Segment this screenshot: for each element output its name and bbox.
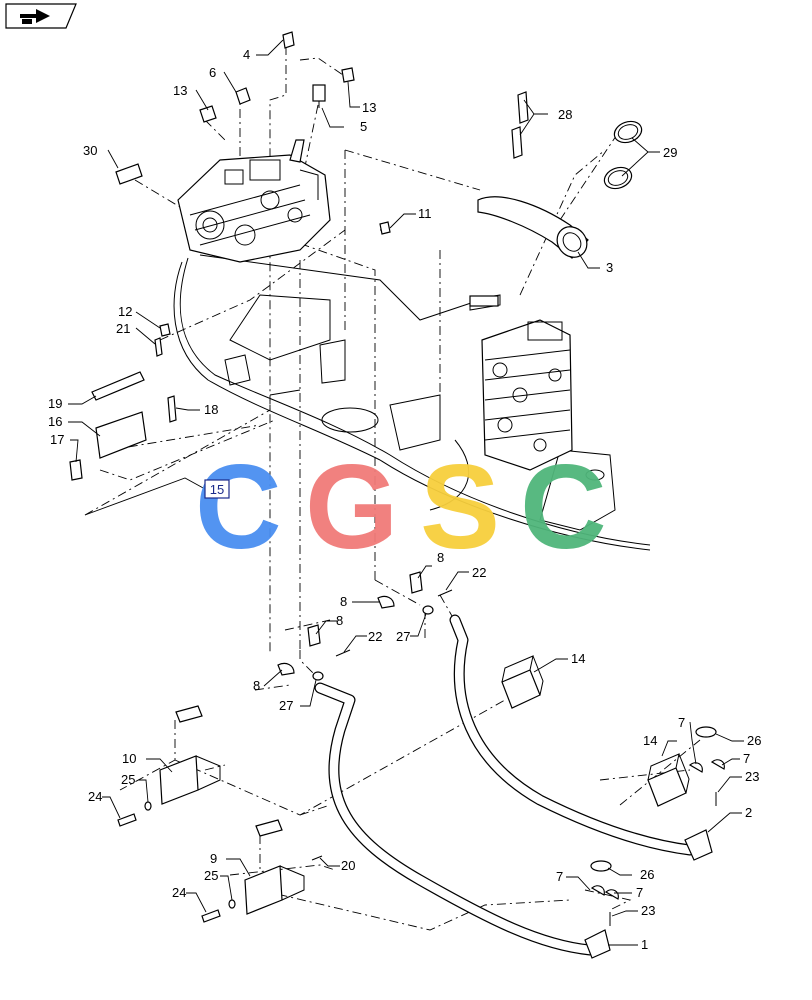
callout-6[interactable]: 6 (209, 65, 216, 80)
callout-19[interactable]: 19 (48, 396, 62, 411)
bolt-20 (311, 855, 323, 861)
callout-3[interactable]: 3 (606, 260, 613, 275)
bolt-21 (154, 337, 163, 357)
callout-13b[interactable]: 13 (362, 100, 376, 115)
washer-25b (228, 899, 236, 909)
callout-26a[interactable]: 26 (747, 733, 761, 748)
watermark-letter-c1: C (195, 440, 282, 574)
callout-15[interactable]: 15 (210, 482, 224, 497)
bracket-9 (244, 819, 305, 915)
callout-2[interactable]: 2 (745, 805, 752, 820)
callout-17[interactable]: 17 (50, 432, 64, 447)
callout-26b[interactable]: 26 (640, 867, 654, 882)
callout-27a[interactable]: 27 (396, 629, 410, 644)
watermark-letter-g: G (305, 440, 398, 574)
clamp-27a (422, 605, 434, 615)
callout-7d[interactable]: 7 (636, 885, 643, 900)
plate-16 (95, 411, 147, 459)
clamp-27b (312, 671, 324, 681)
callout-30[interactable]: 30 (83, 143, 97, 158)
watermark: C G S C (195, 440, 607, 574)
nut-12 (159, 323, 171, 337)
callout-13a[interactable]: 13 (173, 83, 187, 98)
frame-outline (173, 254, 651, 551)
callout-18[interactable]: 18 (204, 402, 218, 417)
callout-4[interactable]: 4 (243, 47, 250, 62)
fitting-6 (235, 87, 251, 105)
hose-block-14b (647, 753, 690, 807)
bolt-24a (117, 813, 137, 827)
callout-7c[interactable]: 7 (556, 869, 563, 884)
callout-12[interactable]: 12 (118, 304, 132, 319)
callout-25b[interactable]: 25 (204, 868, 218, 883)
callout-9[interactable]: 9 (210, 851, 217, 866)
callout-25a[interactable]: 25 (121, 772, 135, 787)
callout-8b[interactable]: 8 (340, 594, 347, 609)
callout-14a[interactable]: 14 (571, 651, 585, 666)
pad-17 (69, 459, 83, 481)
plug-13b (341, 67, 355, 83)
clip-7a (688, 762, 703, 773)
pin-18 (167, 395, 177, 423)
callout-22a[interactable]: 22 (472, 565, 486, 580)
hose-1 (314, 682, 611, 959)
fitting-4 (282, 31, 295, 49)
o-ring-26b (590, 860, 612, 872)
nut-11 (379, 221, 391, 235)
clip-7d (604, 889, 619, 900)
clip-8b (377, 595, 395, 609)
hose-clamp-29b (603, 166, 633, 190)
callout-22b[interactable]: 22 (368, 629, 382, 644)
strip-19 (91, 371, 145, 401)
hose-block-14a (501, 655, 544, 709)
o-ring-26a (695, 726, 717, 738)
callout-7a[interactable]: 7 (678, 715, 685, 730)
watermark-letter-s: S (420, 440, 500, 574)
callout-8d[interactable]: 8 (253, 678, 260, 693)
callout-29[interactable]: 29 (663, 145, 677, 160)
watermark-letter-c2: C (520, 440, 607, 574)
hose-2 (449, 614, 713, 861)
callout-labels: 4 6 13 13 5 30 11 28 29 3 12 21 19 16 17… (48, 47, 761, 952)
callout-20[interactable]: 20 (341, 858, 355, 873)
clip-8d (277, 662, 295, 676)
bolt-22a (437, 589, 453, 597)
callout-23a[interactable]: 23 (745, 769, 759, 784)
bracket-10 (159, 705, 221, 805)
callout-21[interactable]: 21 (116, 321, 130, 336)
callout-15-box[interactable]: 15 (204, 479, 230, 499)
bolt-24b (201, 909, 221, 923)
callout-5[interactable]: 5 (360, 119, 367, 134)
control-valve (469, 295, 573, 471)
leader-lines (68, 39, 744, 946)
forward-arrow-icon[interactable] (5, 3, 77, 29)
plug-13a (199, 105, 217, 123)
bolt-22b (335, 649, 351, 657)
clip-7b (710, 759, 725, 770)
callout-8a[interactable]: 8 (437, 550, 444, 565)
tag-30 (115, 163, 143, 185)
sensor-5 (312, 84, 326, 108)
pad-28 (511, 91, 529, 159)
callout-28[interactable]: 28 (558, 107, 572, 122)
hydraulic-pump (177, 139, 331, 263)
callout-11[interactable]: 11 (418, 206, 432, 221)
callout-14b[interactable]: 14 (643, 733, 657, 748)
washer-25a (144, 801, 152, 811)
callout-16[interactable]: 16 (48, 414, 62, 429)
callout-1[interactable]: 1 (641, 937, 648, 952)
hose-clamp-29a (613, 120, 643, 144)
clip-7c (590, 885, 605, 896)
callout-8c[interactable]: 8 (336, 613, 343, 628)
callout-10[interactable]: 10 (122, 751, 136, 766)
clip-8c (307, 624, 321, 647)
callout-23b[interactable]: 23 (641, 903, 655, 918)
callout-24a[interactable]: 24 (88, 789, 102, 804)
callout-7b[interactable]: 7 (743, 751, 750, 766)
callout-27b[interactable]: 27 (279, 698, 293, 713)
callout-24b[interactable]: 24 (172, 885, 186, 900)
suction-hose (477, 196, 589, 259)
